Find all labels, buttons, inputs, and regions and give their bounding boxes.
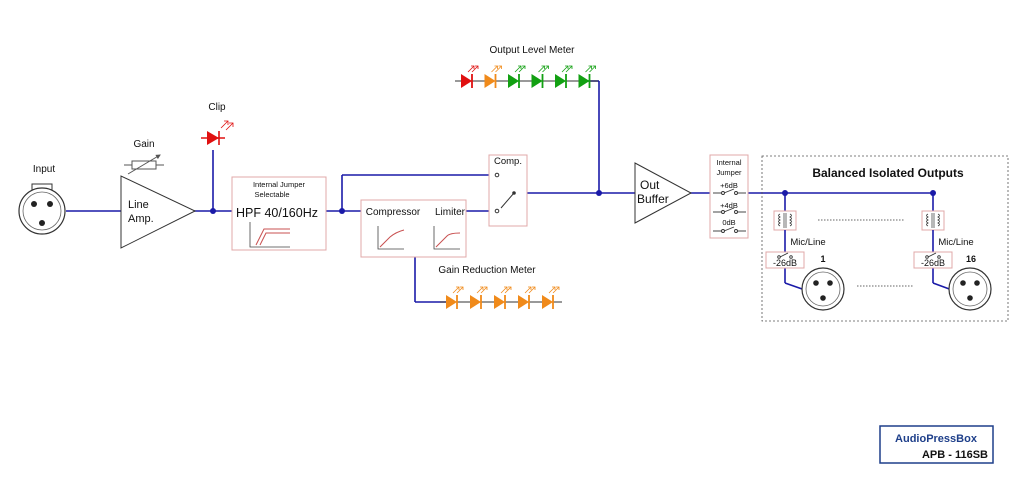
output-level-meter-label: Output Level Meter: [489, 45, 575, 56]
compressor-limiter-block: [360, 199, 467, 258]
output-meter-led-2: [484, 65, 502, 88]
output-16-transformer-icon: [921, 210, 945, 231]
jumper-plus4-label: +4dB: [720, 201, 738, 210]
channel-continuation-dots: [818, 219, 914, 287]
comp-switch-block: [488, 154, 528, 227]
gain-potentiometer-icon: [124, 154, 164, 175]
hpf-note-line-1: Internal Jumper: [253, 180, 306, 189]
brand-logo: AudioPressBox: [895, 433, 978, 445]
comp-label: Comp.: [494, 156, 522, 167]
balanced-outputs-frame: [761, 155, 1009, 322]
comp-switch-icon: [494, 172, 516, 214]
jumper-switch-icons: [713, 188, 746, 233]
limiter-curve-icon: [433, 226, 461, 250]
jumper-label-1: Internal: [716, 158, 741, 167]
output-1-pad-box: [765, 251, 805, 269]
output-16-mic-line-label: Mic/Line: [938, 237, 973, 248]
compressor-label: Compressor: [366, 207, 421, 218]
output-1-pad-switch-icon: [777, 252, 793, 259]
output-jumper-block: [709, 154, 749, 239]
out-buffer-label-1: Out: [640, 178, 660, 192]
jumper-plus6-label: +6dB: [720, 181, 738, 190]
output-meter-led-3: [508, 65, 526, 88]
signal-wires: [66, 80, 953, 303]
output-16-pad-switch-icon: [925, 252, 941, 259]
output-16-pad-label: -26dB: [921, 258, 945, 268]
input-label: Input: [33, 164, 55, 175]
out-buffer-triangle: [634, 162, 693, 224]
output-meter-led-6: [578, 65, 596, 88]
output-meter-led-4: [531, 65, 549, 88]
gain-reduction-led-2: [470, 286, 488, 309]
output-level-meter: [455, 65, 598, 88]
output-1-pad-label: -26dB: [773, 258, 797, 268]
line-amp-label-1: Line: [128, 199, 149, 211]
output-meter-led-5: [555, 65, 573, 88]
line-amp-label-2: Amp.: [128, 213, 154, 225]
hpf-block: [231, 176, 327, 251]
input-xlr-connector: [18, 183, 66, 235]
hpf-note-line-2: Selectable: [254, 190, 289, 199]
output-meter-led-1: [461, 65, 479, 88]
clip-led-icon: [201, 120, 234, 145]
hpf-label: HPF 40/160Hz: [236, 206, 318, 220]
out-buffer-label-2: Buffer: [637, 192, 669, 206]
limiter-label: Limiter: [435, 207, 466, 218]
gain-reduction-led-1: [446, 286, 464, 309]
compressor-curve-icon: [377, 226, 405, 250]
output-16-pad-box: [913, 251, 953, 269]
gain-reduction-led-5: [542, 286, 560, 309]
balanced-outputs-title: Balanced Isolated Outputs: [812, 166, 964, 180]
hpf-curve-icon: [249, 222, 290, 248]
clip-label: Clip: [208, 102, 226, 113]
line-amp-triangle: [120, 175, 197, 249]
jumper-label-2: Jumper: [716, 168, 742, 177]
brand-box: [879, 425, 994, 464]
jumper-0db-label: 0dB: [722, 218, 735, 227]
output-1-mic-line-label: Mic/Line: [790, 237, 825, 248]
gain-reduction-led-3: [494, 286, 512, 309]
junction-dots: [210, 190, 936, 214]
output-1-number: 1: [820, 254, 825, 264]
output-16-number: 16: [966, 254, 976, 264]
gain-reduction-meter: [440, 286, 562, 309]
gain-reduction-led-4: [518, 286, 536, 309]
model-label: APB - 116SB: [922, 449, 988, 461]
gain-label: Gain: [133, 139, 154, 150]
output-1-xlr-connector: [801, 267, 845, 311]
gain-reduction-meter-label: Gain Reduction Meter: [438, 265, 536, 276]
output-1-transformer-icon: [773, 210, 797, 231]
output-16-xlr-connector: [948, 267, 992, 311]
